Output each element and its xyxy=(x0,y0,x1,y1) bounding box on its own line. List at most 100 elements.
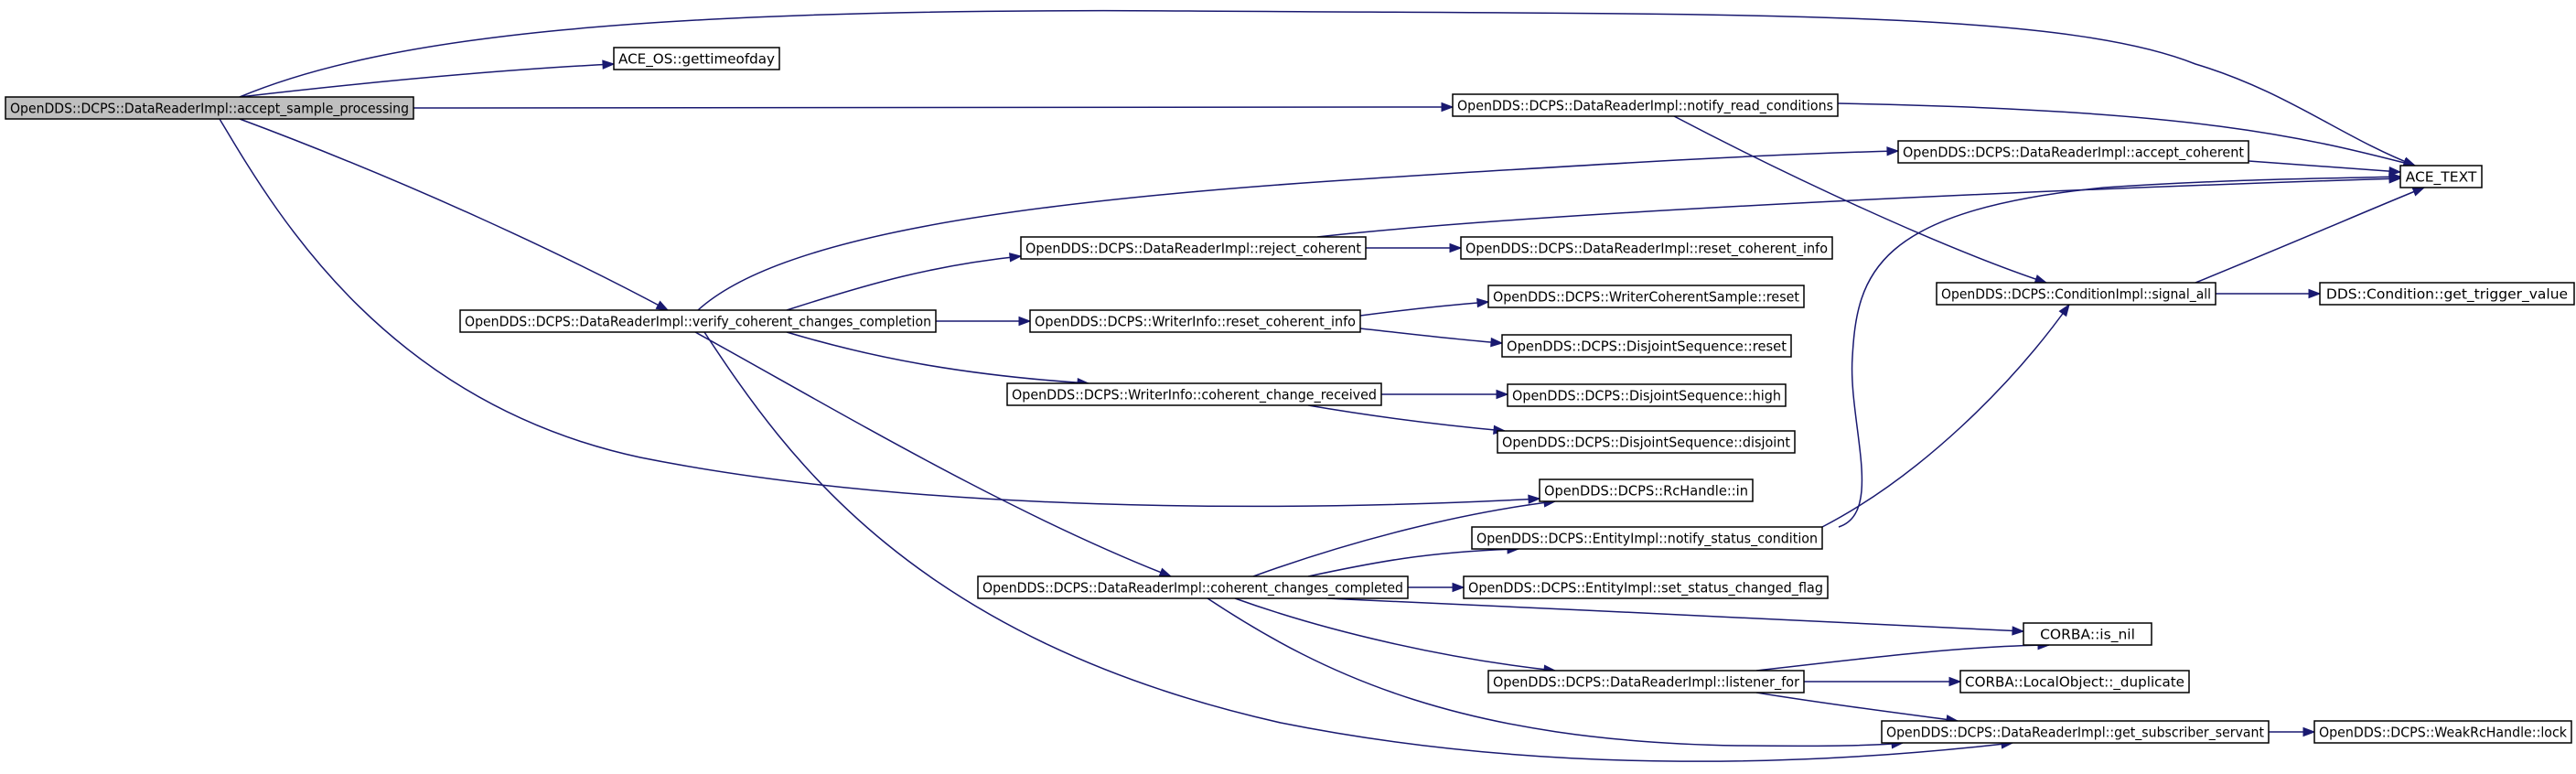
edge-line xyxy=(2195,187,2425,284)
node-label: OpenDDS::DCPS::DataReaderImpl::coherent_… xyxy=(982,580,1403,597)
edge-notify_status_condition-to-ace_text xyxy=(1838,172,2402,528)
arrowhead xyxy=(1452,582,1465,593)
node-label: OpenDDS::DCPS::WeakRcHandle::lock xyxy=(2319,725,2567,741)
node-box xyxy=(1020,236,1367,260)
node-rchandle-in[interactable]: OpenDDS::DCPS::RcHandle::in xyxy=(1539,478,1754,502)
node-gettimeofday[interactable]: ACE_OS::gettimeofday xyxy=(613,47,780,70)
edge-accept_sample_processing-to-verify_coherent xyxy=(239,118,670,311)
node-label: OpenDDS::DCPS::DataReaderImpl::reset_coh… xyxy=(1465,241,1828,258)
edge-line xyxy=(1755,692,1959,722)
arrowhead xyxy=(1476,297,1490,308)
node-ds-high[interactable]: OpenDDS::DCPS::DisjointSequence::high xyxy=(1507,383,1787,407)
node-box xyxy=(2319,282,2575,306)
edge-coherent_changes_completed-to-set_status_changed_flag xyxy=(1408,582,1465,593)
node-notify-status-condition[interactable]: OpenDDS::DCPS::EntityImpl::notify_status… xyxy=(1471,526,1823,550)
node-ace-text[interactable]: ACE_TEXT xyxy=(2399,165,2483,188)
edge-listener_for-to-is_nil xyxy=(1755,640,2051,672)
edge-reject_coherent-to-ace_text xyxy=(1316,174,2402,238)
node-notify-read-conditions[interactable]: OpenDDS::DCPS::DataReaderImpl::notify_re… xyxy=(1452,93,1839,117)
node-box xyxy=(2399,165,2483,188)
edge-line xyxy=(1821,304,2070,528)
node-layer: OpenDDS::DCPS::DataReaderImpl::accept_sa… xyxy=(5,47,2575,744)
node-accept-coherent[interactable]: OpenDDS::DCPS::DataReaderImpl::accept_co… xyxy=(1897,140,2249,164)
edge-accept_coherent-to-ace_text xyxy=(2248,160,2402,177)
node-set-status-changed-flag[interactable]: OpenDDS::DCPS::EntityImpl::set_status_ch… xyxy=(1463,575,1829,599)
edge-line xyxy=(1326,597,2024,632)
edge-verify_coherent-to-coherent_change_received xyxy=(786,331,1090,388)
edge-coherent_changes_completed-to-listener_for xyxy=(1234,597,1557,674)
arrowhead xyxy=(602,59,616,70)
node-label: OpenDDS::DCPS::DataReaderImpl::get_subsc… xyxy=(1886,725,2264,742)
node-coherent-changes-completed[interactable]: OpenDDS::DCPS::DataReaderImpl::coherent_… xyxy=(977,575,1409,599)
node-box xyxy=(1497,430,1796,454)
edge-line xyxy=(786,255,1022,311)
node-get-trigger-value[interactable]: DDS::Condition::get_trigger_value xyxy=(2319,282,2575,306)
arrowhead xyxy=(2034,274,2048,285)
node-verify-coherent[interactable]: OpenDDS::DCPS::DataReaderImpl::verify_co… xyxy=(459,309,937,333)
edge-signal_all-to-get_trigger_value xyxy=(2216,288,2322,299)
edge-line xyxy=(1837,102,2416,167)
edge-line xyxy=(239,63,615,98)
edge-line xyxy=(1673,115,2047,284)
edge-layer xyxy=(219,9,2426,762)
edge-line xyxy=(703,331,2013,762)
node-is-nil[interactable]: CORBA::is_nil xyxy=(2023,622,2152,646)
node-label: OpenDDS::DCPS::DataReaderImpl::notify_re… xyxy=(1457,98,1833,115)
node-label: OpenDDS::DCPS::ConditionImpl::signal_all xyxy=(1941,286,2211,304)
node-label: OpenDDS::DCPS::DisjointSequence::high xyxy=(1512,388,1781,404)
arrowhead xyxy=(2411,187,2426,197)
arrowhead xyxy=(2388,172,2402,182)
edge-get_subscriber_servant-to-weak_lock xyxy=(2269,726,2316,737)
node-box xyxy=(1881,720,2270,744)
node-coherent-change-received[interactable]: OpenDDS::DCPS::WriterInfo::coherent_chan… xyxy=(1006,382,1382,406)
edge-line xyxy=(239,118,669,311)
node-box xyxy=(1501,334,1792,358)
edge-line xyxy=(2248,160,2401,173)
node-get-subscriber-servant[interactable]: OpenDDS::DCPS::DataReaderImpl::get_subsc… xyxy=(1881,720,2270,744)
node-ds-reset[interactable]: OpenDDS::DCPS::DisjointSequence::reset xyxy=(1501,334,1792,358)
edge-line xyxy=(1234,597,1556,672)
edge-line xyxy=(219,118,1540,508)
edge-verify_coherent-to-reset_coherent_info_wi xyxy=(935,316,1032,327)
node-label: CORBA::LocalObject::_duplicate xyxy=(1965,674,2184,692)
edge-coherent_changes_completed-to-notify_status_condition xyxy=(1307,544,1520,577)
node-reset-coherent-info-wi[interactable]: OpenDDS::DCPS::WriterInfo::reset_coheren… xyxy=(1029,309,1361,333)
node-box xyxy=(2023,622,2152,646)
node-box xyxy=(1463,575,1829,599)
node-listener-for[interactable]: OpenDDS::DCPS::DataReaderImpl::listener_… xyxy=(1487,670,1805,693)
node-reject-coherent[interactable]: OpenDDS::DCPS::DataReaderImpl::reject_co… xyxy=(1020,236,1367,260)
node-label: OpenDDS::DCPS::RcHandle::in xyxy=(1544,483,1748,500)
edge-coherent_change_received-to-ds_high xyxy=(1381,389,1509,400)
node-label: OpenDDS::DCPS::WriterCoherentSample::res… xyxy=(1493,289,1799,306)
edge-line xyxy=(694,331,1172,577)
arrowhead xyxy=(655,300,670,311)
node-ds-disjoint[interactable]: OpenDDS::DCPS::DisjointSequence::disjoin… xyxy=(1497,430,1796,454)
edge-line xyxy=(1755,644,2050,672)
edge-verify_coherent-to-coherent_changes_completed xyxy=(694,331,1173,577)
node-box xyxy=(459,309,937,333)
node-duplicate[interactable]: CORBA::LocalObject::_duplicate xyxy=(1959,670,2190,693)
edge-line xyxy=(1252,500,1556,577)
node-box xyxy=(5,96,414,120)
edge-line xyxy=(697,150,1899,311)
node-label: OpenDDS::DCPS::DataReaderImpl::reject_co… xyxy=(1025,241,1361,258)
edge-signal_all-to-ace_text xyxy=(2195,187,2426,284)
node-label: OpenDDS::DCPS::EntityImpl::set_status_ch… xyxy=(1468,580,1823,597)
node-box xyxy=(1471,526,1823,550)
node-wcs-reset[interactable]: OpenDDS::DCPS::WriterCoherentSample::res… xyxy=(1487,285,1805,308)
node-label: OpenDDS::DCPS::EntityImpl::notify_status… xyxy=(1476,531,1818,548)
edge-line xyxy=(239,9,2416,167)
arrowhead xyxy=(1490,337,1504,348)
node-reset-coherent-info-dr[interactable]: OpenDDS::DCPS::DataReaderImpl::reset_coh… xyxy=(1460,236,1833,260)
edge-reject_coherent-to-reset_coherent_info_dr xyxy=(1365,242,1463,253)
node-signal-all[interactable]: OpenDDS::DCPS::ConditionImpl::signal_all xyxy=(1936,282,2216,306)
arrowhead xyxy=(1948,676,1962,687)
node-label: OpenDDS::DCPS::DataReaderImpl::verify_co… xyxy=(465,314,931,331)
edge-line xyxy=(413,106,1454,109)
node-weak-lock[interactable]: OpenDDS::DCPS::WeakRcHandle::lock xyxy=(2313,720,2572,744)
node-label: OpenDDS::DCPS::DataReaderImpl::accept_co… xyxy=(1903,145,2244,162)
arrowhead xyxy=(1496,389,1509,400)
node-accept-sample-processing[interactable]: OpenDDS::DCPS::DataReaderImpl::accept_sa… xyxy=(5,96,414,120)
edge-accept_sample_processing-to-notify_read_conditions xyxy=(413,102,1454,113)
edge-line xyxy=(1307,548,1519,577)
